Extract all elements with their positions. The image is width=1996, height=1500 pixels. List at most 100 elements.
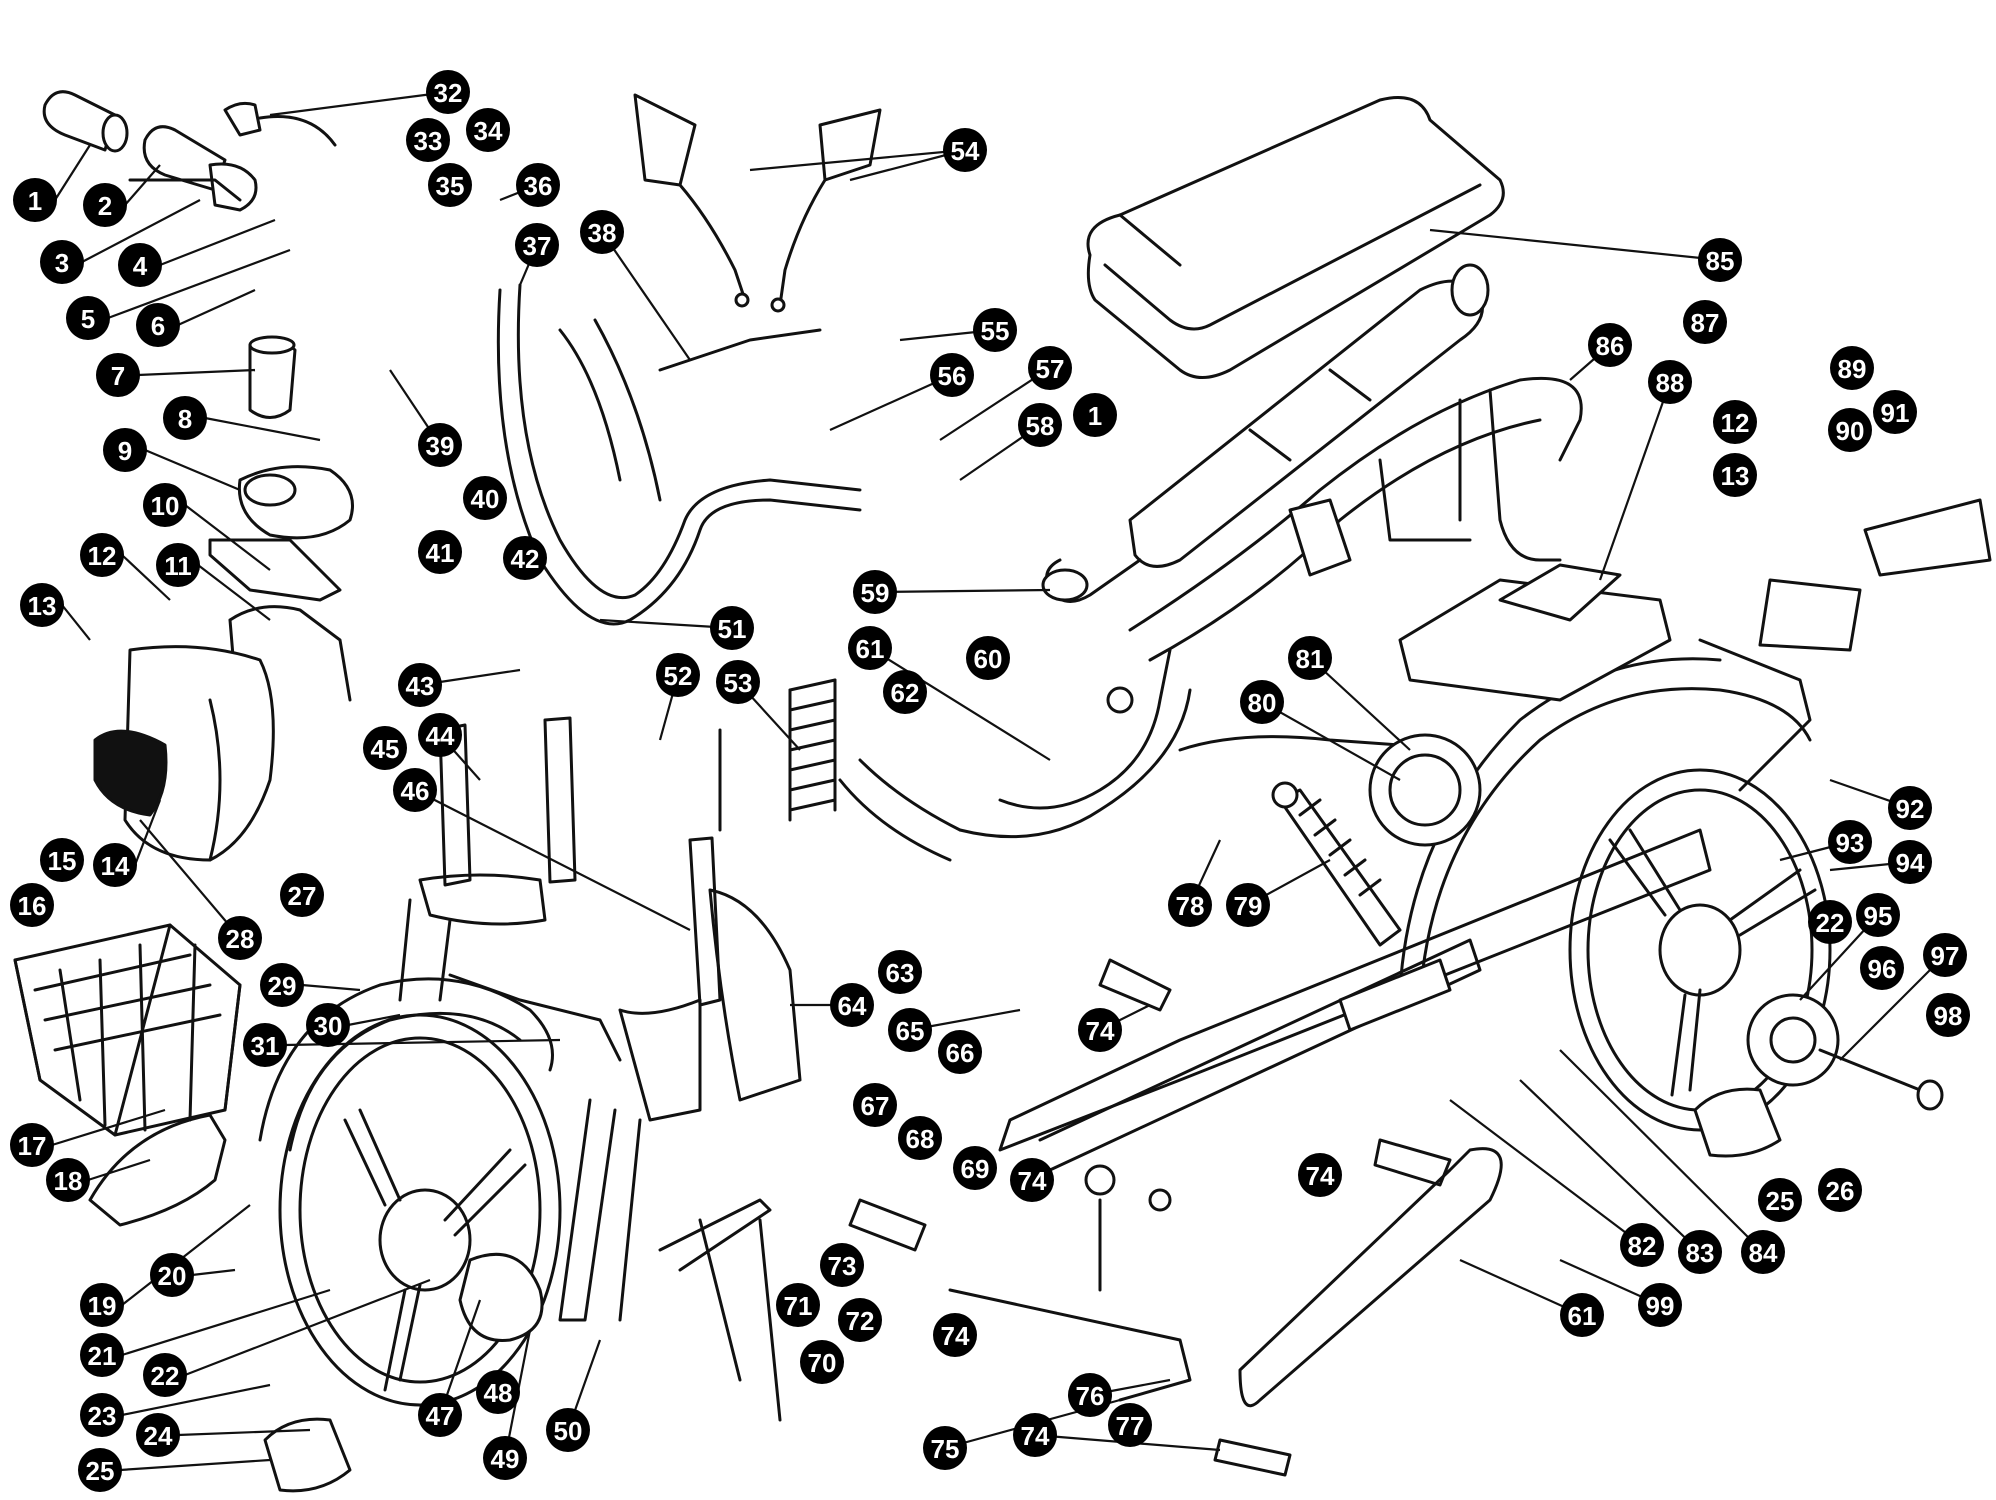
- label-circle: [1240, 680, 1284, 724]
- leader-line: [61, 604, 91, 641]
- label-number: 73: [828, 1251, 857, 1281]
- label-circle: [1648, 360, 1692, 404]
- label-circle: [363, 726, 407, 770]
- label-circle: [466, 108, 510, 152]
- label-circle: [150, 1253, 194, 1297]
- label-number: 36: [524, 171, 553, 201]
- label-circle: [93, 843, 137, 887]
- label-number: 74: [941, 1321, 970, 1351]
- label-circle: [393, 768, 437, 812]
- label-circle: [426, 70, 470, 114]
- part-label-81: 81: [1288, 636, 1332, 680]
- part-label-46: 46: [393, 768, 437, 812]
- part-label-22: 22: [143, 1353, 187, 1397]
- part-label-61: 61: [1560, 1293, 1604, 1337]
- label-circle: [516, 163, 560, 207]
- label-circle: [1588, 323, 1632, 367]
- label-circle: [80, 1333, 124, 1377]
- label-number: 7: [111, 361, 125, 391]
- leader-line: [599, 618, 733, 630]
- part-label-57: 57: [1028, 346, 1072, 390]
- label-circle: [280, 873, 324, 917]
- label-number: 45: [371, 734, 400, 764]
- label-number: 86: [1596, 331, 1625, 361]
- part-label-2: 2: [83, 183, 127, 227]
- label-number: 84: [1749, 1238, 1778, 1268]
- part-label-96: 96: [1860, 946, 1904, 990]
- part-label-34: 34: [466, 108, 510, 152]
- label-number: 39: [426, 431, 455, 461]
- label-number: 25: [1766, 1186, 1795, 1216]
- part-label-7: 7: [96, 353, 140, 397]
- label-number: 13: [1721, 461, 1750, 491]
- label-number: 24: [144, 1421, 173, 1451]
- label-number: 61: [856, 634, 885, 664]
- label-circle: [878, 950, 922, 994]
- label-number: 69: [961, 1154, 990, 1184]
- label-number: 30: [314, 1011, 343, 1041]
- label-circle: [1620, 1223, 1664, 1267]
- label-number: 19: [88, 1291, 117, 1321]
- label-number: 8: [178, 404, 192, 434]
- label-circle: [118, 243, 162, 287]
- part-label-14: 14: [93, 843, 137, 887]
- label-circle: [306, 1003, 350, 1047]
- part-label-74: 74: [1298, 1153, 1342, 1197]
- part-label-23: 23: [80, 1393, 124, 1437]
- label-number: 60: [974, 644, 1003, 674]
- label-circle: [80, 533, 124, 577]
- part-label-98: 98: [1926, 993, 1970, 1037]
- label-circle: [580, 210, 624, 254]
- part-label-91: 91: [1873, 390, 1917, 434]
- label-circle: [1028, 346, 1072, 390]
- label-circle: [418, 1393, 462, 1437]
- label-circle: [463, 476, 507, 520]
- label-circle: [143, 1353, 187, 1397]
- part-label-44: 44: [418, 713, 462, 757]
- rear-shock-part: [1271, 781, 1402, 947]
- label-circle: [930, 353, 974, 397]
- label-circle: [1560, 1293, 1604, 1337]
- part-label-28: 28: [218, 916, 262, 960]
- label-number: 1: [1088, 401, 1102, 431]
- part-label-62: 62: [883, 670, 927, 714]
- label-number: 89: [1838, 354, 1867, 384]
- label-number: 4: [133, 251, 148, 281]
- label-circle: [398, 663, 442, 707]
- label-circle: [1828, 408, 1872, 452]
- label-number: 58: [1026, 411, 1055, 441]
- label-number: 99: [1646, 1291, 1675, 1321]
- part-label-4: 4: [118, 243, 162, 287]
- label-circle: [46, 1158, 90, 1202]
- part-label-74: 74: [1010, 1158, 1054, 1202]
- part-label-53: 53: [716, 660, 760, 704]
- label-circle: [10, 883, 54, 927]
- part-label-45: 45: [363, 726, 407, 770]
- label-circle: [418, 423, 462, 467]
- label-number: 27: [288, 881, 317, 911]
- leader-line: [51, 1108, 166, 1147]
- leader-line: [869, 647, 1051, 761]
- label-number: 34: [474, 116, 503, 146]
- rear-light-part: [1698, 498, 1992, 792]
- label-circle: [1068, 1373, 1112, 1417]
- part-label-19: 19: [80, 1283, 124, 1327]
- label-number: 78: [1176, 891, 1205, 921]
- label-number: 13: [28, 591, 57, 621]
- part-label-8: 8: [163, 396, 207, 440]
- label-number: 68: [906, 1124, 935, 1154]
- leader-line: [133, 799, 162, 866]
- label-circle: [1923, 933, 1967, 977]
- part-label-92: 92: [1888, 786, 1932, 830]
- part-label-3: 3: [40, 240, 84, 284]
- label-number: 76: [1076, 1381, 1105, 1411]
- leader-line: [414, 789, 691, 931]
- label-number: 1: [28, 186, 42, 216]
- leader-line: [159, 218, 276, 267]
- leader-line: [54, 144, 91, 201]
- part-label-47: 47: [418, 1393, 462, 1437]
- label-number: 65: [896, 1016, 925, 1046]
- part-label-25: 25: [1758, 1178, 1802, 1222]
- part-label-37: 37: [515, 223, 559, 267]
